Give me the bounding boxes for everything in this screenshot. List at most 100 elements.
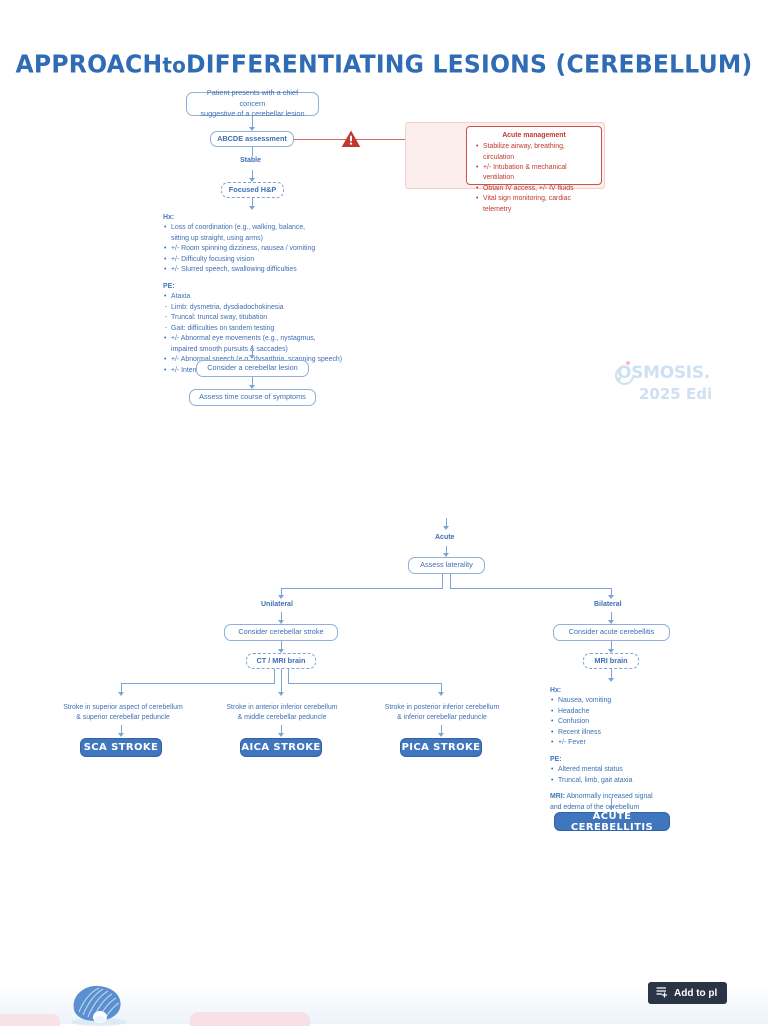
cerebellitis-mri-text: Abnormally increased signal and edema of… (550, 793, 653, 811)
connector-abcde-stable (252, 147, 253, 156)
arrowhead-consider-stroke (278, 620, 284, 624)
connector-laterality-left-horizontal (281, 588, 443, 589)
pe-ataxia-subitem: Limb: dysmetria, dysdiadochokinesia (165, 303, 393, 314)
arrowhead-consider-cerebellitis (608, 620, 614, 624)
arrowhead-ct-mri (278, 649, 284, 653)
connector-bilateral-drop (611, 588, 612, 598)
connector-stroke-imaging (281, 641, 282, 652)
hx-item: +/- Room spinning dizziness, nausea / vo… (164, 244, 393, 255)
connector-pica-drop (441, 683, 442, 695)
pe-list: Ataxia (163, 292, 393, 303)
cerebellitis-hx-item: Headache (551, 707, 730, 718)
pink-decoration (190, 1012, 310, 1026)
connector-ctmri-stub-right (288, 669, 289, 683)
pe-item-ataxia: Ataxia (164, 292, 393, 303)
connector-laterality-left-stub (442, 574, 443, 588)
watermark-ring-icon (611, 362, 638, 389)
cerebellitis-hx-item: Nausea, vomiting (551, 696, 730, 707)
cerebellitis-mri-heading: MRI: (550, 793, 565, 801)
arrowhead-cerebellitis-result (608, 806, 614, 810)
add-to-playlist-label: Add to pl (674, 987, 718, 999)
watermark-dot-green (617, 377, 621, 381)
add-to-playlist-button[interactable]: Add to pl (648, 982, 728, 1004)
node-consider-cerebellar-lesion: Consider a cerebellar lesion (196, 360, 309, 377)
connector-focused-clinical (252, 198, 253, 208)
connector-mri-clinical (611, 669, 612, 681)
bottom-page-strip (0, 986, 768, 1024)
acute-item: +/- Intubation & mechanical ventilation (476, 163, 594, 184)
arrowhead-assess-time (249, 385, 255, 389)
connector-consider-assess (252, 377, 253, 387)
pe-item: +/- Abnormal eye movements (e.g., nystag… (164, 334, 393, 355)
hx-item: +/- Difficulty focusing vision (164, 255, 393, 266)
cerebellitis-hx-heading: Hx: (550, 687, 562, 694)
result-acute-cerebellitis: ACUTE CEREBELLITIS (554, 811, 670, 833)
arrowhead-mri (608, 649, 614, 653)
connector-unilateral-drop (281, 588, 282, 598)
connector-acute-entry (446, 518, 447, 528)
connector-bilateral-consider (611, 612, 612, 623)
edge-label-stable: Stable (240, 157, 262, 164)
clinical-findings-block: Hx: Loss of coordination (e.g., walking,… (163, 213, 393, 377)
edge-label-unilateral: Unilateral (261, 601, 293, 608)
connector-stable-focused (252, 170, 253, 180)
arrowhead-cerebellitis-clinical (608, 678, 614, 682)
title-part-2: DIFFERENTIATING LESIONS (CEREBELLUM) (186, 49, 753, 79)
arrowhead-sca-result (118, 733, 124, 737)
cerebellitis-pe-item: Altered mental status (551, 765, 730, 776)
connector-aica-result (281, 725, 282, 736)
node-assess-time-course: Assess time course of symptoms (189, 389, 316, 406)
result-sca-stroke: SCA STROKE (80, 738, 162, 757)
arrowhead-focused-hp (249, 178, 255, 182)
osmosis-watermark: OSMOSIS. 2025 Edi (611, 361, 768, 403)
arrowhead-consider-lesion (249, 355, 255, 359)
arrowhead-aica-result (278, 733, 284, 737)
connector-ctmri-horizontal-right (288, 683, 442, 684)
result-pica-stroke: PICA STROKE (400, 738, 482, 757)
connector-presenting-abcde (252, 116, 253, 129)
arrowhead-pica-result (438, 733, 444, 737)
cerebellitis-hx-item: Recent illness (551, 728, 730, 739)
arrowhead-unilateral (278, 595, 284, 599)
node-presenting-concern: Patient presents with a chief concern su… (186, 88, 319, 118)
connector-sca-drop (121, 683, 122, 695)
acute-management-card: Acute management Stabilize airway, breat… (466, 126, 602, 213)
acute-item: Vital sign monitoring, cardiac telemetry (476, 194, 594, 215)
playlist-add-icon (656, 986, 668, 1001)
branch-description-pica: Stroke in posterior inferior cerebellum … (384, 704, 500, 722)
page-title: APPROACHtoDIFFERENTIATING LESIONS (CEREB… (0, 49, 768, 79)
pink-decoration-left (0, 1014, 60, 1026)
connector-cerebellitis-result (611, 798, 612, 810)
title-part-1: APPROACH (15, 49, 163, 79)
connector-cerebellitis-imaging (611, 641, 612, 652)
watermark-line-1: OSMOSIS. (617, 363, 710, 383)
hx-list: Loss of coordination (e.g., walking, bal… (163, 223, 393, 276)
connector-laterality-right-horizontal (450, 588, 612, 589)
node-abcde-assessment: ABCDE assessment (210, 131, 294, 147)
arrowhead-bilateral (608, 595, 614, 599)
arrowhead-aica-branch (278, 692, 284, 696)
branch-description-sca: Stroke in superior aspect of cerebellum … (63, 704, 183, 722)
title-connector: to (162, 52, 187, 78)
warning-triangle-icon (341, 130, 361, 148)
arrowhead-acute-entry (443, 526, 449, 530)
node-consider-acute-cerebellitis: Consider acute cerebellitis (553, 624, 670, 641)
cerebellitis-mri-line: MRI: Abnormally increased signal and ede… (550, 792, 730, 813)
connector-acute-laterality (446, 546, 447, 556)
pe-ataxia-sublist: Limb: dysmetria, dysdiadochokinesia Trun… (163, 303, 393, 335)
cerebellitis-findings-block: Hx: Nausea, vomiting Headache Confusion … (550, 686, 730, 813)
cerebellitis-pe-item: Truncal, limb, gait ataxia (551, 776, 730, 787)
pe-ataxia-subitem: Gait: difficulties on tandem testing (165, 324, 393, 335)
edge-label-bilateral: Bilateral (594, 601, 622, 608)
cerebellitis-hx-item: Confusion (551, 717, 730, 728)
connector-unilateral-consider (281, 612, 282, 623)
cerebellitis-pe-heading: PE: (550, 755, 562, 763)
result-aica-stroke: AICA STROKE (240, 738, 322, 757)
acute-item: Obtain IV access, +/- IV fluids (476, 184, 594, 195)
node-consider-cerebellar-stroke: Consider cerebellar stroke (224, 624, 338, 641)
connector-laterality-right-stub (450, 574, 451, 588)
arrowhead-abcde (249, 127, 255, 131)
pe-ataxia-subitem: Truncal: truncal sway, titubation (165, 313, 393, 324)
acute-item: Stabilize airway, breathing, circulation (476, 142, 594, 163)
